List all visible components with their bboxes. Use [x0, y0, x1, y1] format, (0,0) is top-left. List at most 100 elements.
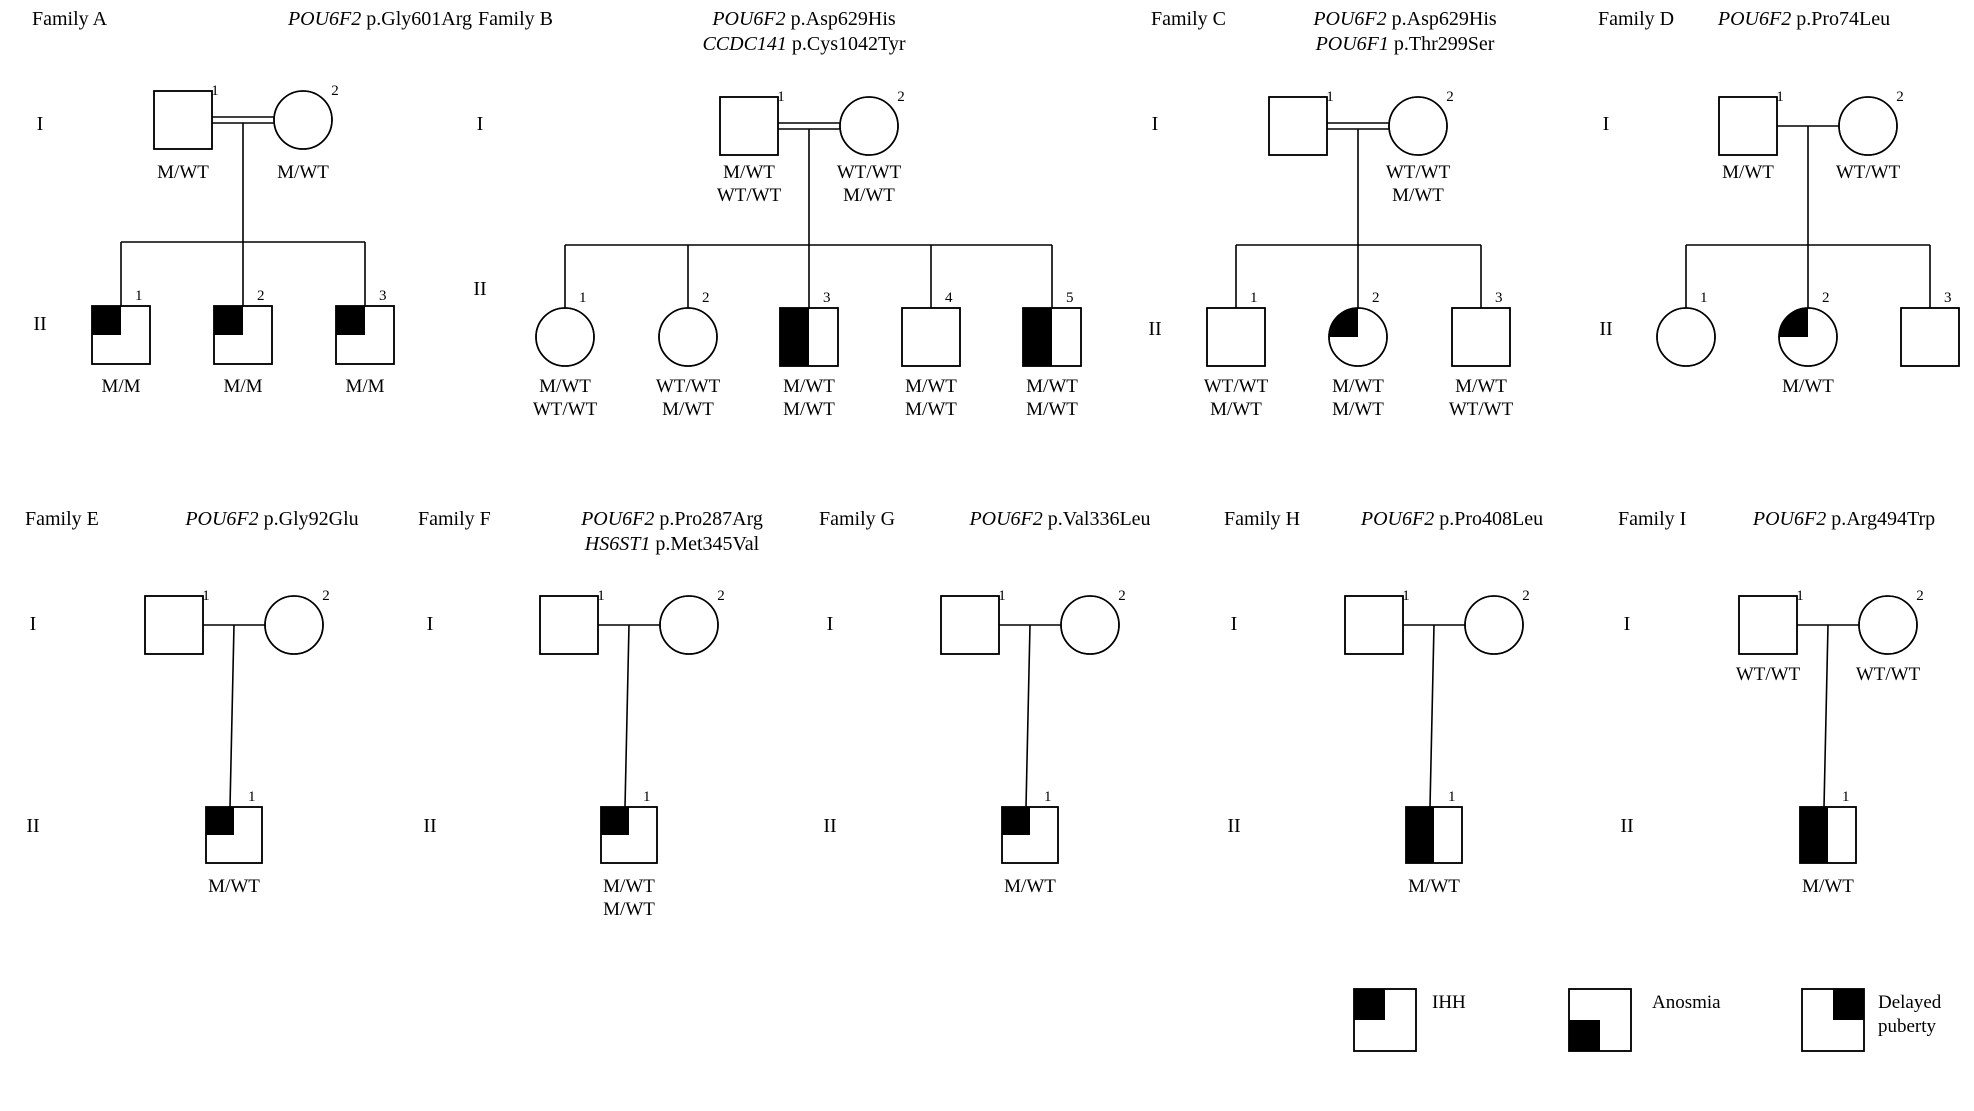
- individual-number: 1: [1326, 89, 1334, 105]
- individual-number: 5: [1066, 290, 1074, 306]
- square-outline: [1451, 307, 1511, 367]
- protein-change: p.Asp629His: [791, 8, 896, 30]
- protein-change: p.Cys1042Tyr: [792, 33, 906, 55]
- generation-label-i: I: [1603, 113, 1610, 135]
- father-symbol: [1344, 595, 1404, 655]
- square-outline: [1799, 806, 1857, 864]
- square-symbol: [1900, 307, 1960, 367]
- ihh-fill: [1002, 807, 1030, 835]
- protein-change: p.Pro74Leu: [1796, 8, 1890, 30]
- child-genotype: WT/WT: [1449, 399, 1514, 420]
- variant-label: CCDC141 p.Cys1042Tyr: [702, 33, 905, 55]
- child-genotype: M/WT: [1332, 399, 1384, 420]
- square-symbol: [1206, 307, 1266, 367]
- child-symbol: [779, 307, 839, 367]
- mother-symbol: [264, 595, 324, 655]
- legend-label-word: Delayed: [1878, 992, 1942, 1013]
- square-outline: [91, 305, 151, 365]
- individual-number: 1: [248, 789, 256, 805]
- child-symbol: [1328, 307, 1388, 367]
- family-label: Family D: [1598, 8, 1674, 30]
- ihh-fill: [336, 306, 365, 335]
- variant-label: POU6F2 p.Val336Leu: [968, 508, 1150, 530]
- protein-change: p.Met345Val: [655, 533, 759, 555]
- square-symbol: [153, 90, 213, 150]
- child-genotype: M/WT: [1408, 876, 1460, 897]
- square-symbol: [144, 595, 204, 655]
- circle-outline: [1858, 595, 1918, 655]
- father-symbol: [144, 595, 204, 655]
- ihh-anosmia-fill: [1023, 308, 1052, 366]
- individual-number: 2: [322, 588, 330, 604]
- protein-change: p.Gly92Glu: [264, 508, 359, 530]
- ihh-fill: [214, 306, 243, 335]
- ihh-fill: [206, 807, 234, 835]
- individual-number: 2: [1372, 290, 1380, 306]
- square-outline: [1206, 307, 1266, 367]
- ihh-fill: [601, 807, 629, 835]
- gene-name: POU6F2: [1360, 508, 1434, 530]
- child-symbol: [1451, 307, 1511, 367]
- family-label: Family E: [25, 508, 99, 530]
- variant-label: POU6F1 p.Thr299Ser: [1315, 33, 1495, 55]
- individual-number: 1: [211, 83, 219, 99]
- descent-line: [624, 624, 630, 808]
- generation-label-ii: II: [33, 313, 46, 335]
- child-symbol: [1206, 307, 1266, 367]
- child-genotype: M/WT: [1782, 376, 1834, 397]
- child-symbol: [535, 307, 595, 367]
- child-symbol: [1656, 307, 1716, 367]
- gene-name: POU6F2: [1717, 8, 1791, 30]
- father-genotype: WT/WT: [1736, 664, 1801, 685]
- square-outline: [335, 305, 395, 365]
- protein-change: p.Pro408Leu: [1439, 508, 1543, 530]
- child-symbol: [658, 307, 718, 367]
- square-outline: [1405, 806, 1463, 864]
- circle-outline: [535, 307, 595, 367]
- child-symbol: [91, 305, 151, 365]
- individual-number: 1: [597, 588, 605, 604]
- individual-number: 2: [897, 89, 905, 105]
- square-symbol: [1268, 96, 1328, 156]
- individual-number: 3: [1944, 290, 1952, 306]
- child-genotype: M/WT: [1332, 376, 1384, 397]
- child-genotype: M/WT: [783, 376, 835, 397]
- square-symbol: [1451, 307, 1511, 367]
- circle-outline: [1060, 595, 1120, 655]
- square-symbol: [1738, 595, 1798, 655]
- circle-outline: [659, 595, 719, 655]
- square-outline: [1718, 96, 1778, 156]
- variant-label: POU6F2 p.Asp629His: [711, 8, 896, 30]
- individual-number: 2: [257, 288, 265, 304]
- individual-number: 1: [579, 290, 587, 306]
- ihh-fill: [92, 306, 121, 335]
- individual-number: 2: [1118, 588, 1126, 604]
- child-genotype: M/WT: [1210, 399, 1262, 420]
- gene-name: POU6F2: [711, 8, 785, 30]
- circle-outline: [658, 307, 718, 367]
- descent-line: [1823, 624, 1829, 808]
- generation-label-ii: II: [1620, 815, 1633, 837]
- circle-outline: [1388, 96, 1448, 156]
- generation-label-ii: II: [1599, 318, 1612, 340]
- square-symbol: [901, 307, 961, 367]
- generation-label-i: I: [427, 613, 434, 635]
- variant-label: POU6F2 p.Pro287Arg: [580, 508, 763, 530]
- mother-symbol: [1388, 96, 1448, 156]
- protein-change: p.Arg494Trp: [1831, 508, 1935, 530]
- anosmia-fill: [1569, 1020, 1600, 1051]
- legend-ihh-symbol: [1353, 988, 1417, 1052]
- individual-number: 1: [135, 288, 143, 304]
- ihh-fill: [1329, 308, 1358, 337]
- mother-genotype: WT/WT: [1836, 162, 1901, 183]
- protein-change: p.Pro287Arg: [659, 508, 763, 530]
- mother-symbol: [1060, 595, 1120, 655]
- individual-number: 3: [379, 288, 387, 304]
- circle-outline: [264, 595, 324, 655]
- ihh-anosmia-fill: [1800, 807, 1828, 863]
- father-symbol: [1738, 595, 1798, 655]
- child-symbol: [600, 806, 658, 864]
- square-outline: [1001, 806, 1059, 864]
- father-genotype: M/WT: [157, 162, 209, 183]
